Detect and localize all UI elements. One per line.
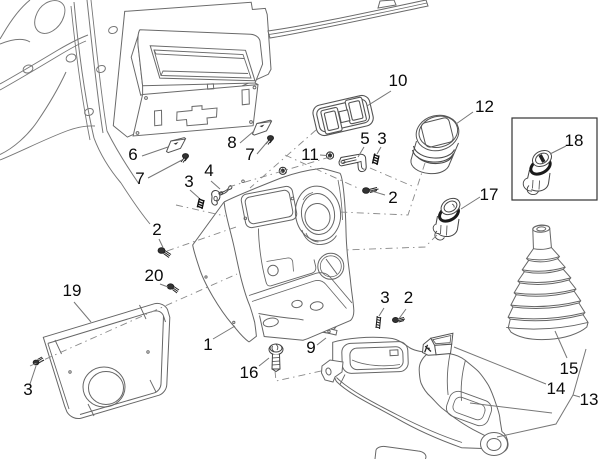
svg-text:2: 2 [404, 288, 413, 307]
svg-text:7: 7 [135, 169, 144, 188]
svg-text:11: 11 [301, 145, 319, 164]
svg-text:14: 14 [547, 379, 566, 398]
svg-text:17: 17 [480, 185, 499, 204]
svg-text:3: 3 [184, 172, 193, 191]
svg-text:13: 13 [580, 390, 599, 409]
svg-text:2: 2 [152, 220, 161, 239]
svg-text:9: 9 [306, 338, 315, 357]
svg-text:2: 2 [388, 188, 397, 207]
svg-text:3: 3 [380, 288, 389, 307]
svg-text:8: 8 [227, 133, 236, 152]
svg-text:20: 20 [145, 266, 164, 285]
svg-text:7: 7 [245, 145, 254, 164]
svg-text:1: 1 [203, 335, 212, 354]
svg-text:10: 10 [389, 71, 408, 90]
svg-text:12: 12 [475, 97, 494, 116]
svg-text:15: 15 [560, 359, 579, 378]
svg-text:5: 5 [360, 129, 369, 148]
svg-text:19: 19 [63, 281, 82, 300]
svg-text:6: 6 [128, 145, 137, 164]
svg-text:3: 3 [377, 129, 386, 148]
svg-text:16: 16 [240, 363, 259, 382]
svg-text:18: 18 [565, 131, 584, 150]
svg-text:4: 4 [204, 161, 213, 180]
svg-text:3: 3 [23, 380, 32, 399]
